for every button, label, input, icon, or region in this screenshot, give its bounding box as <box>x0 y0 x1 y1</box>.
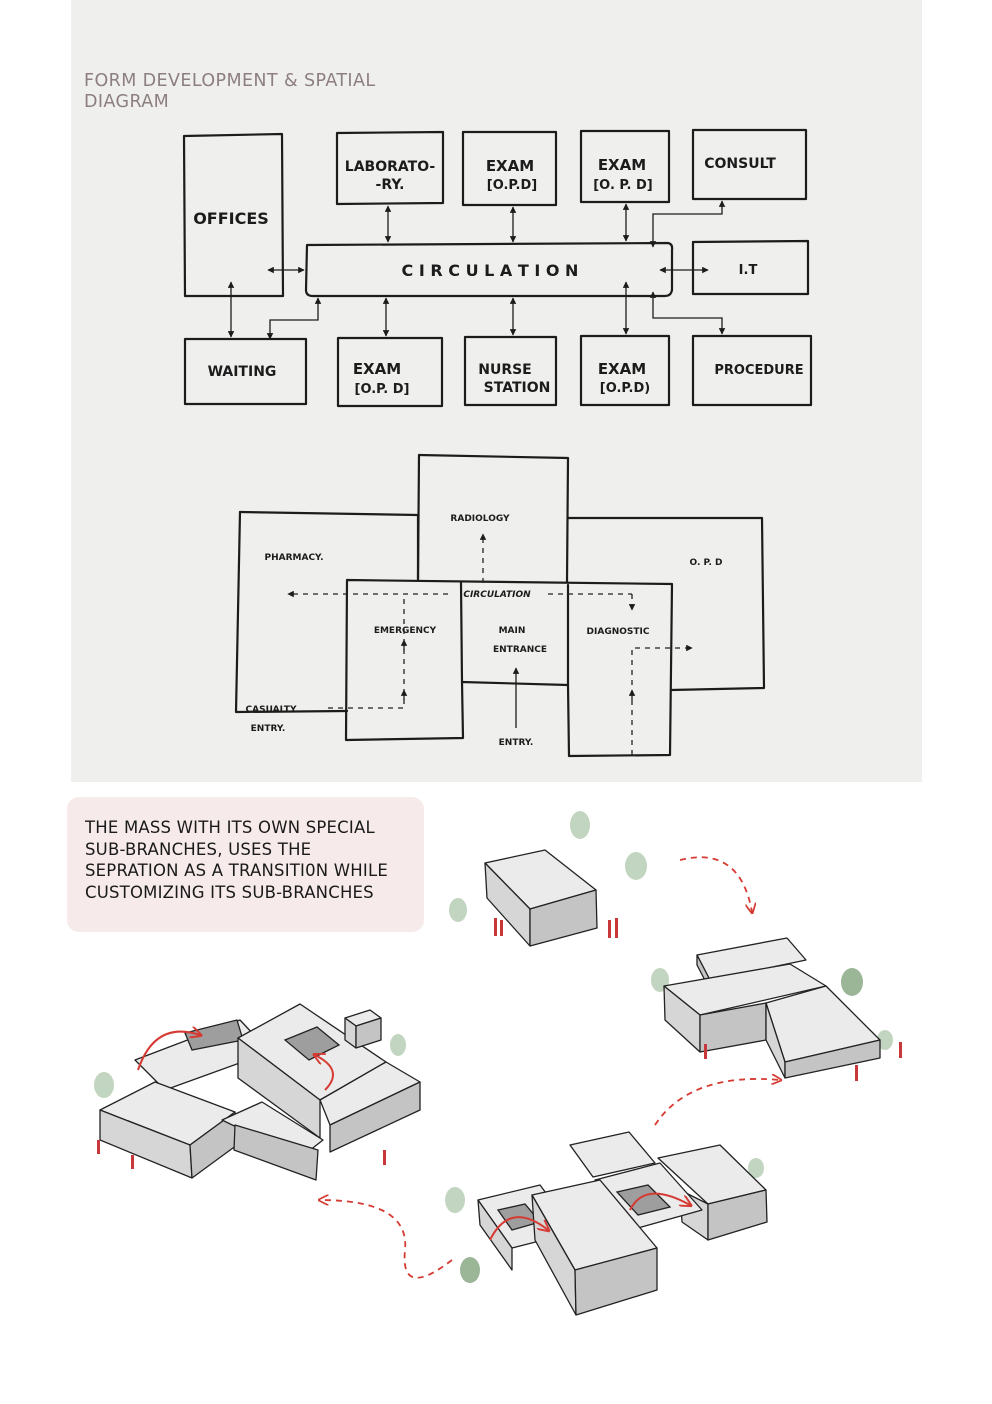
title-line-2: DIAGRAM <box>84 92 170 112</box>
circulation-block <box>344 578 674 758</box>
exam4-label-2: [O.P.D) <box>600 381 650 396</box>
description-text: THE MASS WITH ITS OWN SPECIAL SUB-BRANCH… <box>85 817 415 903</box>
exam3-label-1: EXAM <box>353 360 401 378</box>
consult-box <box>691 128 808 201</box>
casualty-label-2: ENTRY. <box>251 724 286 734</box>
note-line-3: SEPRATION AS A TRANSITI0N WHILE <box>85 861 388 880</box>
diagnostic-label: DIAGNOSTIC <box>587 627 650 637</box>
exam4-box <box>579 334 671 407</box>
nurse-label-1: NURSE <box>478 362 532 378</box>
it-box <box>691 239 810 296</box>
zoning-diagram: RADIOLOGY PHARMACY. O. P. D CIRCULATION … <box>234 453 766 758</box>
exam2-label-1: EXAM <box>598 156 646 174</box>
radiology-block-edge <box>416 453 421 582</box>
emergency-divider <box>459 581 464 684</box>
opd-label: O. P. D <box>690 558 723 568</box>
main-entrance-label-2: ENTRANCE <box>493 645 547 655</box>
massing-sketch-1 <box>449 811 647 947</box>
consult-label: CONSULT <box>704 156 776 172</box>
title-line-1: FORM DEVELOPMENT & SPATIAL <box>84 71 376 91</box>
pharmacy-block-edge <box>234 510 349 714</box>
entry-label: ENTRY. <box>499 738 534 748</box>
pharmacy-label: PHARMACY. <box>265 553 324 563</box>
zoning-circulation-label: CIRCULATION <box>463 590 531 600</box>
waiting-box <box>183 337 308 406</box>
procedure-box <box>691 334 813 407</box>
laboratory-label-2: -RY. <box>376 177 405 193</box>
massing-sketch-4 <box>94 1003 421 1181</box>
page-title: FORM DEVELOPMENT & SPATIAL DIAGRAM <box>84 71 414 113</box>
note-line-2: SUB-BRANCHES, USES THE <box>85 839 312 859</box>
procedure-label: PROCEDURE <box>714 363 803 378</box>
note-line-4: CUSTOMIZING ITS SUB-BRANCHES <box>85 882 374 902</box>
description-note: THE MASS WITH ITS OWN SPECIAL SUB-BRANCH… <box>67 797 424 932</box>
radiology-block <box>417 453 570 584</box>
circulation-label: C I R C U L A T I O N <box>402 261 579 280</box>
exam2-label-2: [O. P. D] <box>593 178 653 193</box>
note-line-1: THE MASS WITH ITS OWN SPECIAL <box>85 818 375 837</box>
main-entrance-label-1: MAIN <box>499 626 526 636</box>
it-label: I.T <box>739 263 758 278</box>
exam3-box <box>336 336 444 408</box>
exam1-label-2: [O.P.D] <box>487 178 537 193</box>
emergency-label: EMERGENCY <box>374 626 437 636</box>
transition-arrows <box>320 856 780 1279</box>
exam1-label-1: EXAM <box>486 157 534 175</box>
nurse-label-2: STATION <box>484 380 551 396</box>
massing-sketch-2 <box>651 937 902 1081</box>
offices-box <box>182 132 285 298</box>
exam1-box <box>461 130 558 207</box>
exam3-label-2: [O.P. D] <box>355 382 410 397</box>
exam4-label-1: EXAM <box>598 360 646 378</box>
casualty-label-1: CASUALTY <box>246 705 297 715</box>
massing-sketch-3 <box>445 1131 768 1316</box>
adjacency-arrows <box>227 200 726 340</box>
nurse-station-box <box>463 335 558 407</box>
pharmacy-block <box>238 510 420 580</box>
laboratory-box <box>335 130 445 206</box>
opd-block <box>566 516 766 692</box>
waiting-label: WAITING <box>208 364 277 380</box>
offices-label: OFFICES <box>193 209 269 228</box>
laboratory-label-1: LABORATO- <box>345 159 436 175</box>
radiology-label: RADIOLOGY <box>450 514 510 524</box>
